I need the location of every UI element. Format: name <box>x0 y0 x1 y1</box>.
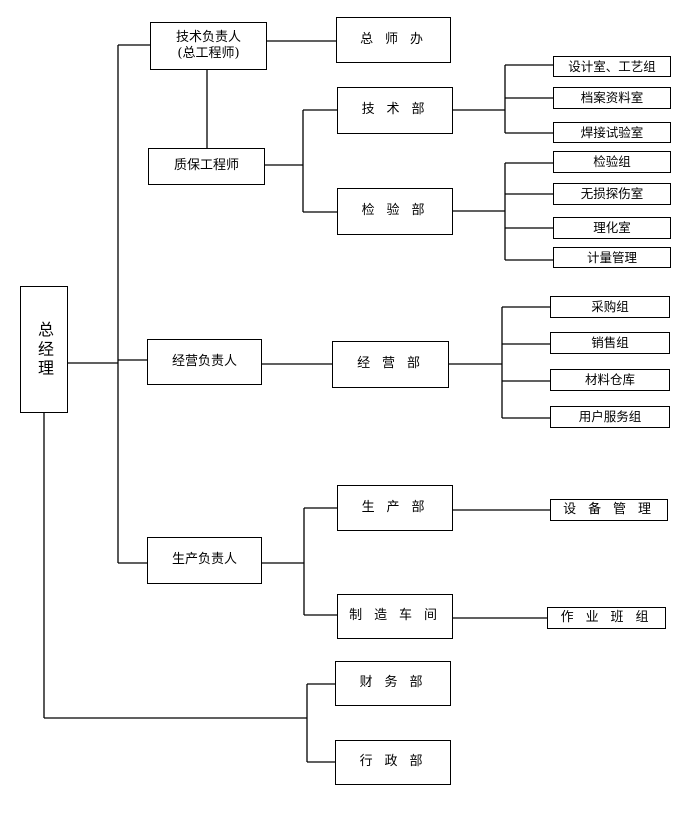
business-unit-label: 采购组 <box>591 299 629 315</box>
business-unit-purchasing: 采购组 <box>550 296 670 318</box>
tech-head-box: 技术负责人 (总工程师) <box>150 22 267 70</box>
business-dept-box: 经 营 部 <box>332 341 449 388</box>
inspection-unit-ndt: 无损探伤室 <box>553 183 671 205</box>
inspection-unit-label: 理化室 <box>593 220 631 236</box>
inspection-unit-label: 计量管理 <box>586 249 637 265</box>
general-manager-label: 总经理 <box>35 320 54 379</box>
production-dept-label: 生 产 部 <box>361 499 429 515</box>
work-team-box: 作 业 班 组 <box>547 607 666 629</box>
inspection-unit-label: 无损探伤室 <box>580 186 644 202</box>
production-head-label: 生产负责人 <box>171 552 237 568</box>
tech-unit-archive: 档案资料室 <box>553 87 671 109</box>
inspection-unit-metrology: 计量管理 <box>553 247 671 268</box>
business-unit-label: 销售组 <box>591 335 629 351</box>
chief-office-box: 总 师 办 <box>336 17 451 63</box>
tech-unit-label: 档案资料室 <box>580 90 644 106</box>
tech-unit-welding-lab: 焊接试验室 <box>553 122 671 143</box>
admin-dept-label: 行 政 部 <box>359 754 427 770</box>
tech-dept-box: 技 术 部 <box>337 87 453 134</box>
finance-dept-box: 财 务 部 <box>335 661 451 706</box>
business-unit-sales: 销售组 <box>550 332 670 354</box>
finance-dept-label: 财 务 部 <box>359 675 427 691</box>
inspection-unit-physchem: 理化室 <box>553 217 671 239</box>
tech-head-label: 技术负责人 (总工程师) <box>175 29 241 61</box>
workshop-label: 制 造 车 间 <box>349 608 441 624</box>
inspection-unit-label: 检验组 <box>593 154 631 170</box>
production-head-box: 生产负责人 <box>147 537 262 584</box>
equipment-mgmt-label: 设 备 管 理 <box>563 501 655 517</box>
workshop-box: 制 造 车 间 <box>337 594 453 639</box>
business-unit-warehouse: 材料仓库 <box>550 369 670 391</box>
equipment-mgmt-box: 设 备 管 理 <box>550 499 668 521</box>
chief-office-label: 总 师 办 <box>360 31 427 47</box>
business-unit-customer-service: 用户服务组 <box>550 406 670 428</box>
business-head-label: 经营负责人 <box>171 353 237 369</box>
inspection-unit-group: 检验组 <box>553 151 671 173</box>
tech-unit-label: 焊接试验室 <box>580 124 644 140</box>
admin-dept-box: 行 政 部 <box>335 740 451 785</box>
quality-engineer-label: 质保工程师 <box>173 158 239 174</box>
business-unit-label: 材料仓库 <box>584 372 635 388</box>
general-manager-box: 总经理 <box>20 286 68 413</box>
business-dept-label: 经 营 部 <box>357 356 424 372</box>
business-unit-label: 用户服务组 <box>578 409 642 425</box>
business-head-box: 经营负责人 <box>147 339 262 385</box>
tech-unit-design: 设计室、工艺组 <box>553 56 671 77</box>
inspection-dept-label: 检 验 部 <box>361 203 429 219</box>
work-team-label: 作 业 班 组 <box>560 609 653 625</box>
inspection-dept-box: 检 验 部 <box>337 188 453 235</box>
production-dept-box: 生 产 部 <box>337 485 453 531</box>
tech-dept-label: 技 术 部 <box>361 102 429 118</box>
quality-engineer-box: 质保工程师 <box>148 148 265 185</box>
tech-unit-label: 设计室、工艺组 <box>568 58 656 74</box>
